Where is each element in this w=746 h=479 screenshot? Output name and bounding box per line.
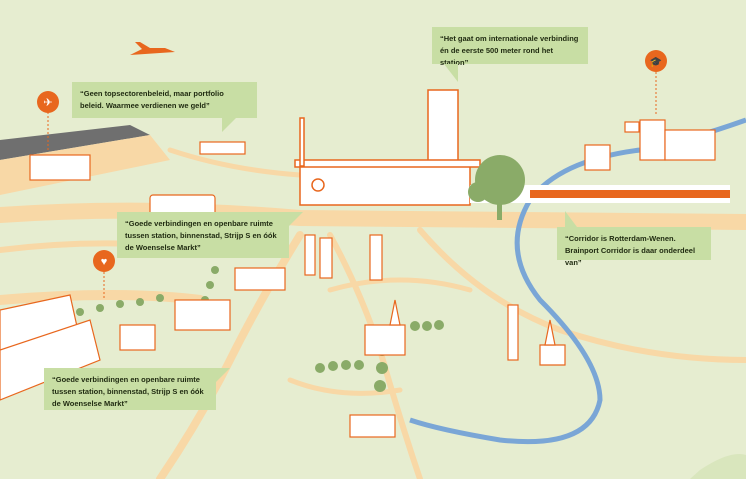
callout-corridor: “Corridor is Rotterdam-Wenen. Brainport … — [557, 211, 711, 267]
svg-text:🎓: 🎓 — [650, 56, 662, 68]
callout-connections-bottom: “Goede verbindingen en openbare ruimte t… — [44, 368, 230, 410]
buildings — [0, 119, 716, 438]
svg-text:♥: ♥ — [101, 256, 108, 268]
callout-international: “Het gaat om internationale verbinding é… — [432, 27, 588, 82]
callout-portfolio: “Geen topsectorenbeleid, maar portfolio … — [72, 82, 257, 132]
graduation-cap-icon: 🎓 — [645, 50, 667, 115]
trees — [16, 155, 525, 392]
train — [470, 185, 730, 203]
svg-text:✈: ✈ — [43, 97, 52, 109]
callout-connections-top: “Goede verbindingen en openbare ruimte t… — [117, 212, 303, 258]
station — [294, 89, 481, 206]
airplane-icon: ✈ — [37, 91, 59, 150]
runway — [0, 125, 150, 160]
heart-icon: ♥ — [93, 250, 115, 300]
airplane-illustration — [130, 42, 175, 55]
